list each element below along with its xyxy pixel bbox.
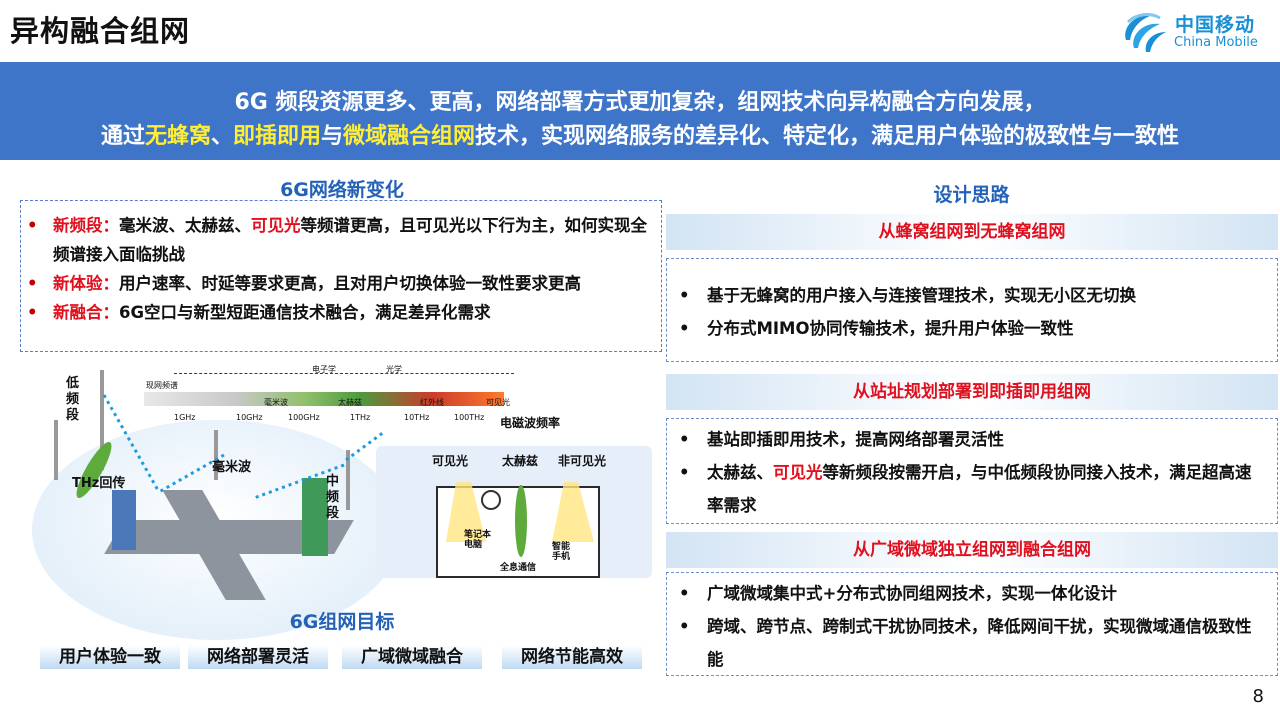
- item-label: 新频段：: [53, 216, 119, 235]
- spectrum-tick: 10THz: [404, 413, 430, 422]
- item-text: 等频谱更高，且可见光以下行为主，如何实现全频谱接入面临挑战: [53, 216, 647, 264]
- banner-line-2: 通过无蜂窝、即插即用与微域融合组网技术，实现网络服务的差异化、特定化，满足用户体…: [0, 118, 1280, 150]
- banner-highlight-cell-free: 无蜂窝: [144, 124, 211, 149]
- optics-label: 光学: [386, 365, 402, 374]
- banner-highlight-micro-domain: 微域融合组网: [343, 124, 476, 149]
- tower-icon: [214, 430, 218, 480]
- banner-line-1: 6G 频段资源更多、更高，网络部署方式更加复杂，组网技术向异构融合方向发展，: [234, 90, 1046, 115]
- phone-label: 智能 手机: [552, 542, 571, 562]
- design-item: 跨域、跨节点、跨制式干扰协同技术，降低网间干扰，实现微域通信极致性能: [679, 610, 1267, 676]
- new-changes-title: 6G网络新变化: [280, 179, 404, 201]
- indoor-scene: 可见光 太赫兹 非可见光 笔记本 电脑 全息通信 智能 手机: [376, 446, 652, 578]
- spectrum-tick: 10GHz: [236, 413, 263, 422]
- goal-wide-micro-fusion: 广域微域融合: [342, 645, 482, 669]
- design-box-cell-free: 基于无蜂窝的用户接入与连接管理技术，实现无小区无切换 分布式MIMO协同传输技术…: [666, 258, 1278, 362]
- spectrum-band-label: 可见光: [486, 398, 510, 407]
- spectrum-axis-label: 电磁波频率: [500, 416, 561, 430]
- page-title: 异构融合组网: [10, 14, 191, 48]
- design-item-highlight: 可见光: [773, 463, 823, 482]
- electronics-label: 电子学: [312, 365, 336, 374]
- item-label: 新融合：: [53, 303, 119, 322]
- goal-energy-efficiency: 网络节能高效: [502, 645, 642, 669]
- new-changes-box: 新频段：毫米波、太赫兹、可见光等频谱更高，且可见光以下行为主，如何实现全频谱接入…: [20, 200, 662, 352]
- new-change-item: 新融合：6G空口与新型短距通信技术融合，满足差异化需求: [27, 298, 653, 327]
- new-change-item: 新体验：用户速率、时延等要求更高，且对用户切换体验一致性要求更高: [27, 269, 653, 298]
- design-item: 基于无蜂窝的用户接入与连接管理技术，实现无小区无切换: [679, 279, 1267, 312]
- tower-icon: [54, 420, 58, 480]
- banner-text: 、: [210, 124, 233, 149]
- design-box-fusion: 广域微域集中式+分布式协同组网技术，实现一体化设计 跨域、跨节点、跨制式干扰协同…: [666, 572, 1278, 676]
- design-box-plug-and-play: 基站即插即用技术，提高网络部署灵活性 太赫兹、可见光等新频段按需开启，与中低频段…: [666, 418, 1278, 524]
- spectrum-tick: 100GHz: [288, 413, 320, 422]
- design-item: 基站即插即用技术，提高网络部署灵活性: [679, 423, 1267, 456]
- invisible-light-label: 非可见光: [558, 454, 607, 468]
- design-item: 广域微域集中式+分布式协同组网技术，实现一体化设计: [679, 577, 1267, 610]
- banner-text: 与: [321, 124, 344, 149]
- new-change-item: 新频段：毫米波、太赫兹、可见光等频谱更高，且可见光以下行为主，如何实现全频谱接入…: [27, 211, 653, 269]
- banner-text: 技术，实现网络服务的差异化、特定化，满足用户体验的极致性与一致性: [475, 124, 1180, 149]
- tower-icon: [346, 450, 350, 510]
- banner-text: 通过: [100, 124, 145, 149]
- item-label: 新体验：: [53, 274, 119, 293]
- goal-flexible-deployment: 网络部署灵活: [188, 645, 328, 669]
- beam-links: [76, 394, 384, 500]
- design-item-text: 等新频段按需开启，与中低频段协同接入技术，满足超高速率需求: [707, 463, 1252, 515]
- holographic-label: 全息通信: [500, 563, 537, 573]
- spectrum-tick: 1THz: [350, 413, 371, 422]
- item-text: 6G空口与新型短距通信技术融合，满足差异化需求: [119, 303, 491, 322]
- design-heading-plug-and-play: 从站址规划部署到即插即用组网: [666, 374, 1278, 410]
- item-text: 用户速率、时延等要求更高，且对用户切换体验一致性要求更高: [119, 274, 581, 293]
- design-item: 太赫兹、可见光等新频段按需开启，与中低频段协同接入技术，满足超高速率需求: [679, 456, 1267, 522]
- design-heading-fusion: 从广域微域独立组网到融合组网: [666, 532, 1278, 568]
- china-mobile-logo: 中国移动 China Mobile: [1120, 8, 1270, 56]
- logo-text-en: China Mobile: [1174, 35, 1258, 50]
- tower-icon: [100, 370, 104, 470]
- goal-user-experience: 用户体验一致: [40, 645, 180, 669]
- summary-banner: 6G 频段资源更多、更高，网络部署方式更加复杂，组网技术向异构融合方向发展， 通…: [0, 62, 1280, 160]
- logo-text-cn: 中国移动: [1175, 14, 1256, 36]
- page-number: 8: [1252, 686, 1264, 707]
- design-item-text: 太赫兹、: [707, 463, 773, 482]
- item-text: 毫米波、太赫兹、: [119, 216, 251, 235]
- spectrum-divider: [174, 373, 514, 375]
- spectrum-band-label: 现网频谱: [146, 381, 178, 390]
- spectrum-band-label: 毫米波: [264, 398, 288, 407]
- spectrum-band-label: 红外线: [420, 398, 444, 407]
- china-mobile-logo-icon: [1125, 13, 1166, 52]
- spectrum-tick: 100THz: [454, 413, 485, 422]
- mmwave-label: 毫米波: [212, 460, 252, 475]
- spectrum-bar: [144, 392, 504, 406]
- spectrum-tick: 1GHz: [174, 413, 196, 422]
- thz-backhaul-label: THz回传: [72, 476, 126, 491]
- design-ideas-title: 设计思路: [933, 184, 1010, 206]
- network-diagram: 低 频 段 THz回传 毫米波 中 频 段 电子学 光学 现网频谱 毫米波 太赫…: [24, 360, 654, 640]
- network-goals-title: 6G组网目标: [289, 611, 395, 633]
- building-icon: [112, 490, 136, 550]
- design-item: 分布式MIMO协同传输技术，提升用户体验一致性: [679, 312, 1267, 345]
- building-icon: [302, 478, 328, 556]
- item-highlight: 可见光: [251, 216, 301, 235]
- indoor-beams: [446, 482, 594, 557]
- laptop-label: 笔记本 电脑: [464, 530, 492, 550]
- mid-band-label: 中 频 段: [326, 474, 340, 521]
- visible-light-label: 可见光: [432, 454, 469, 468]
- spectrum-band-label: 太赫兹: [338, 398, 362, 407]
- low-band-label: 低 频 段: [66, 376, 80, 423]
- design-heading-cell-free: 从蜂窝组网到无蜂窝组网: [666, 214, 1278, 250]
- terahertz-label: 太赫兹: [502, 454, 539, 468]
- banner-highlight-plug-and-play: 即插即用: [232, 124, 321, 149]
